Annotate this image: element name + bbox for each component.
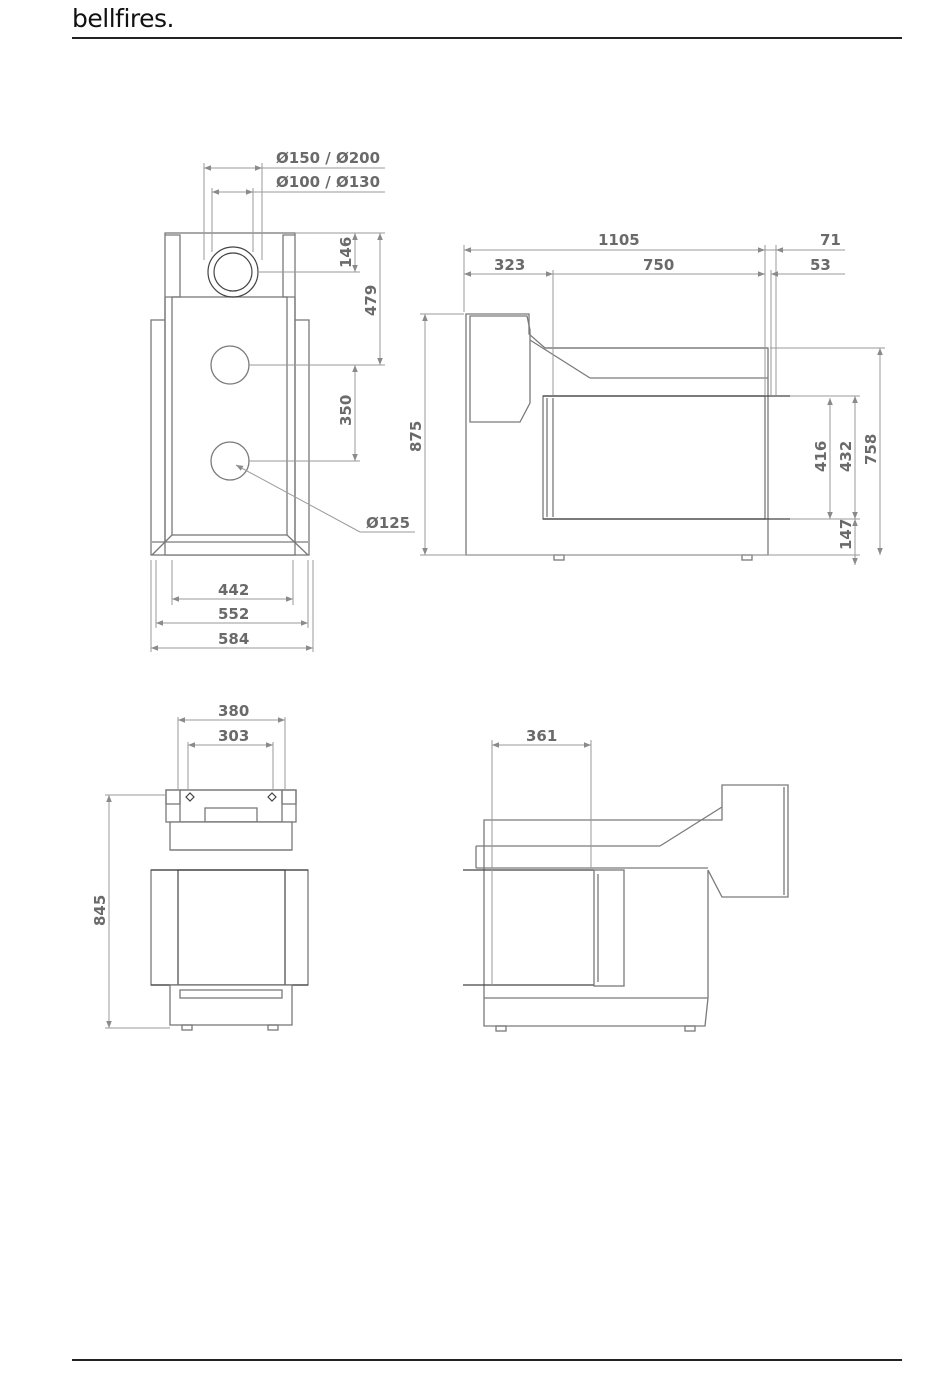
dim-750: 750 bbox=[643, 256, 674, 274]
dim-845: 845 bbox=[91, 895, 109, 926]
dim-432: 432 bbox=[837, 441, 855, 472]
dim-flue-outer: Ø150 / Ø200 bbox=[276, 149, 380, 167]
dim-1105: 1105 bbox=[598, 231, 640, 249]
dim-552: 552 bbox=[218, 605, 249, 623]
dim-323: 323 bbox=[494, 256, 525, 274]
rear-side-view-labels: 361 bbox=[526, 727, 557, 745]
dim-146: 146 bbox=[337, 237, 355, 268]
rear-side-view bbox=[463, 785, 788, 1031]
dim-584: 584 bbox=[218, 630, 249, 648]
dim-71: 71 bbox=[820, 231, 841, 249]
dim-361: 361 bbox=[526, 727, 557, 745]
dim-147: 147 bbox=[837, 519, 855, 550]
dim-flue-inner: Ø100 / Ø130 bbox=[276, 173, 380, 191]
front-view bbox=[151, 790, 308, 1030]
top-view bbox=[151, 233, 309, 555]
dim-125: Ø125 bbox=[366, 514, 410, 532]
dim-479: 479 bbox=[362, 285, 380, 316]
dim-875: 875 bbox=[407, 421, 425, 452]
dim-380: 380 bbox=[218, 702, 249, 720]
dim-53: 53 bbox=[810, 256, 831, 274]
dim-416: 416 bbox=[812, 441, 830, 472]
dim-350: 350 bbox=[337, 395, 355, 426]
side-view bbox=[466, 314, 790, 560]
dim-303: 303 bbox=[218, 727, 249, 745]
dim-758: 758 bbox=[862, 434, 880, 465]
dim-442: 442 bbox=[218, 581, 249, 599]
